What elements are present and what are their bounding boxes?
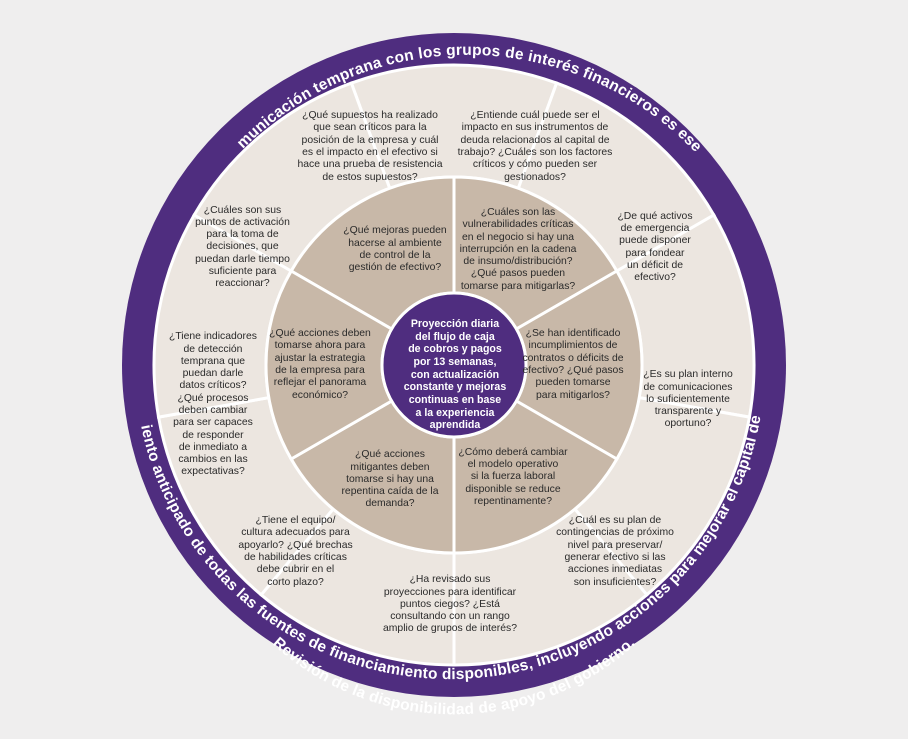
outer-label-team: ¿Tiene el equipo/ cultura adecuados para… xyxy=(238,515,353,588)
inner-label-contracts: ¿Se han identificado incumplimientos de … xyxy=(522,328,624,401)
inner-label-operating-model: ¿Cómo deberá cambiar el modelo operativo… xyxy=(458,446,568,507)
outer-label-triggers: ¿Cuáles son sus puntos de activación par… xyxy=(195,204,290,290)
center-label: Proyección diaria del flujo de caja de c… xyxy=(403,317,507,432)
inner-label-vulnerabilities: ¿Cuáles son las vulnerabilidades crítica… xyxy=(459,207,577,292)
outer-label-debt: ¿Entiende cuál puede ser el impacto en s… xyxy=(457,110,613,183)
outer-label-contingency: ¿Cuál es su plan de contingencias de pró… xyxy=(556,515,674,588)
outer-label-projections: ¿Ha revisado sus proyecciones para ident… xyxy=(382,574,517,635)
inner-label-strategy: ¿Qué acciones deben tomarse ahora para a… xyxy=(269,328,371,401)
outer-label-indicators: ¿Tiene indicadores de detección temprana… xyxy=(169,331,257,478)
outer-label-assumptions: ¿Qué supuestos ha realizado que sean crí… xyxy=(297,110,443,183)
inner-label-demand: ¿Qué acciones mitigantes deben tomarse s… xyxy=(341,449,439,510)
center-circle xyxy=(380,291,528,439)
inner-segments xyxy=(264,175,644,555)
inner-label-control: ¿Qué mejoras pueden hacerse al ambiente … xyxy=(343,225,447,274)
outer-label-emergency-assets: ¿De qué activos de emergencia puede disp… xyxy=(617,210,693,284)
outer-label-communications: ¿Es su plan interno de comunicaciones lo… xyxy=(643,369,733,430)
